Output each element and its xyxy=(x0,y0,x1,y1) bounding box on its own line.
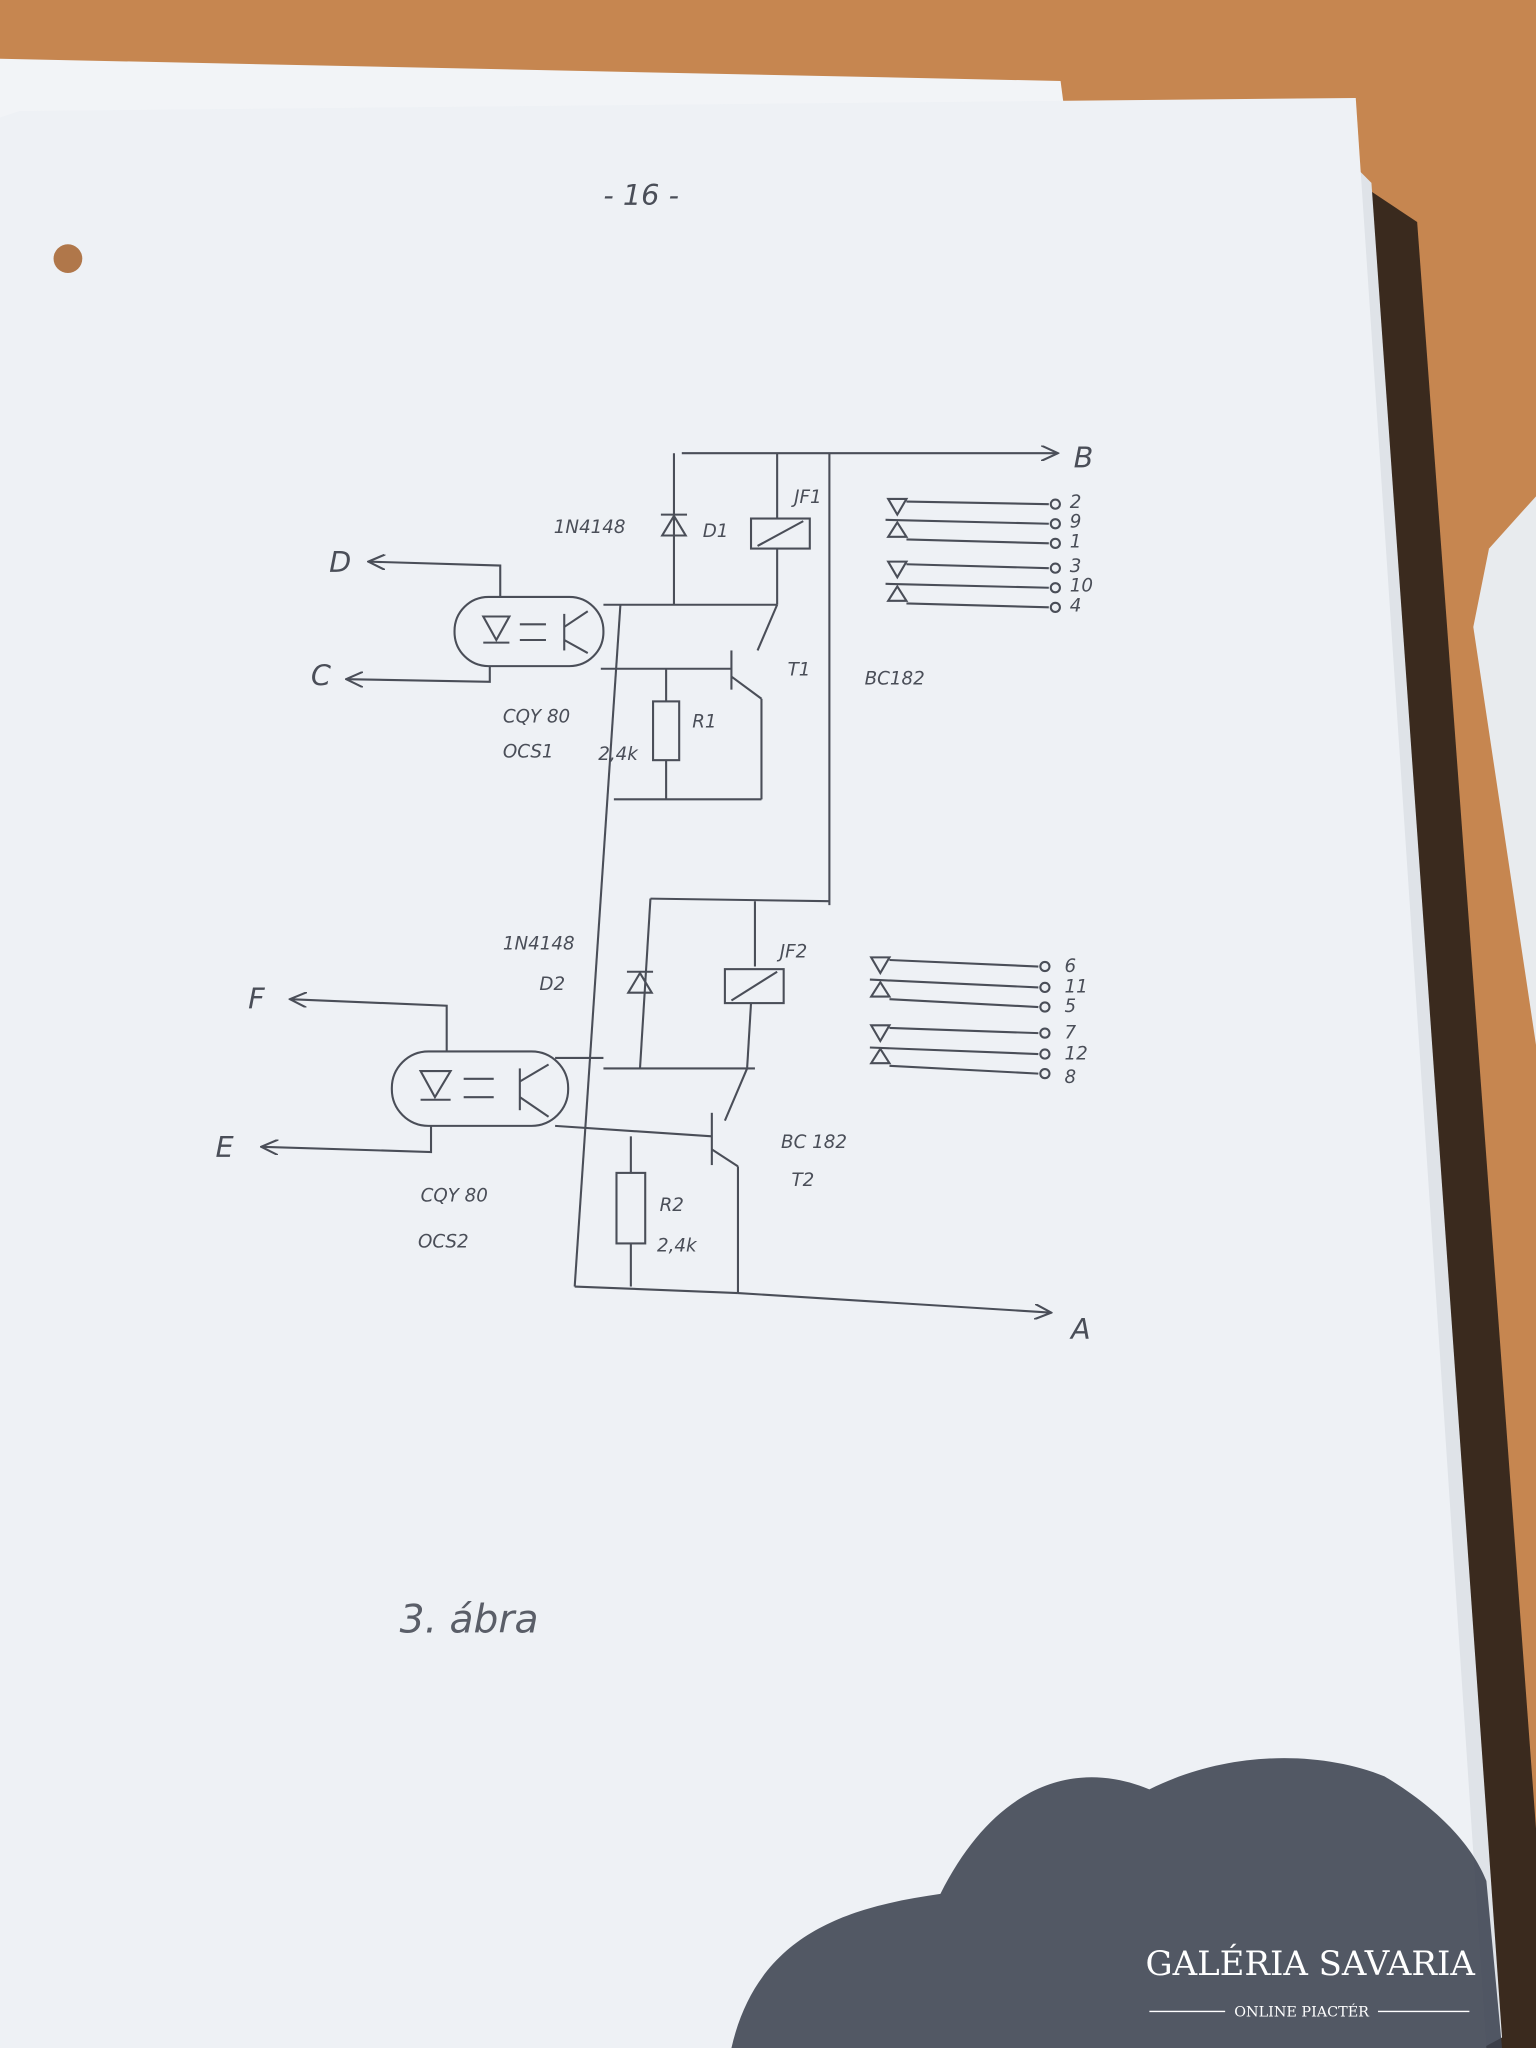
watermark-name: GALÉRIA SAVARIA xyxy=(1145,1943,1475,1984)
punch-hole xyxy=(53,244,83,273)
terminal-d: D xyxy=(329,545,351,579)
svg-text:10: 10 xyxy=(1070,576,1093,597)
svg-text:2: 2 xyxy=(1070,492,1082,513)
d1-label: D1 xyxy=(703,521,729,542)
ocs2-type: CQY 80 xyxy=(421,1186,488,1207)
svg-text:12: 12 xyxy=(1064,1043,1087,1064)
svg-text:1: 1 xyxy=(1070,531,1082,552)
jf1-label: JF1 xyxy=(791,487,822,508)
hand-shadow xyxy=(731,1758,1503,2048)
ocs1-label: OCS1 xyxy=(503,742,554,763)
r1-value: 2,4k xyxy=(598,744,639,765)
contact-numbers-1: 2 9 1 3 10 4 xyxy=(1070,492,1093,616)
svg-text:4: 4 xyxy=(1070,595,1082,616)
t1-type: BC182 xyxy=(865,668,925,689)
circuit xyxy=(261,453,1061,1312)
r1-label: R1 xyxy=(692,712,716,733)
svg-text:9: 9 xyxy=(1070,512,1082,533)
terminal-e: E xyxy=(216,1130,235,1164)
right-paper xyxy=(1473,496,1536,1045)
contact-numbers-2: 6 11 5 7 12 8 xyxy=(1064,956,1087,1088)
svg-text:3: 3 xyxy=(1070,556,1082,577)
terminal-a: A xyxy=(1069,1312,1091,1346)
svg-text:8: 8 xyxy=(1064,1067,1076,1088)
terminal-c: C xyxy=(311,659,331,693)
terminal-b: B xyxy=(1074,441,1094,475)
ocs2-label: OCS2 xyxy=(418,1231,469,1252)
ocs1-type: CQY 80 xyxy=(503,706,570,727)
page-stack-edge xyxy=(1358,169,1503,2048)
d2-type: 1N4148 xyxy=(503,934,575,955)
watermark-sub: ONLINE PIACTÉR xyxy=(1234,2003,1370,2021)
terminal-f: F xyxy=(248,981,265,1015)
figure-caption: 3. ábra xyxy=(400,1598,539,1643)
r2-value: 2,4k xyxy=(657,1235,698,1256)
page xyxy=(0,97,1487,2048)
t2-type: BC 182 xyxy=(781,1132,847,1153)
watermark: GALÉRIA SAVARIA ONLINE PIACTÉR xyxy=(1145,1943,1475,2021)
t1-label: T1 xyxy=(788,659,811,680)
jf2-label: JF2 xyxy=(777,941,808,962)
page-number: - 16 - xyxy=(603,178,679,212)
svg-text:5: 5 xyxy=(1064,996,1076,1017)
svg-text:11: 11 xyxy=(1064,977,1087,998)
d1-type: 1N4148 xyxy=(554,517,626,538)
d2-label: D2 xyxy=(539,974,565,995)
t2-label: T2 xyxy=(792,1170,815,1191)
svg-text:7: 7 xyxy=(1064,1022,1076,1043)
svg-text:6: 6 xyxy=(1064,956,1076,977)
r2-label: R2 xyxy=(660,1195,684,1216)
back-page xyxy=(0,58,1065,118)
